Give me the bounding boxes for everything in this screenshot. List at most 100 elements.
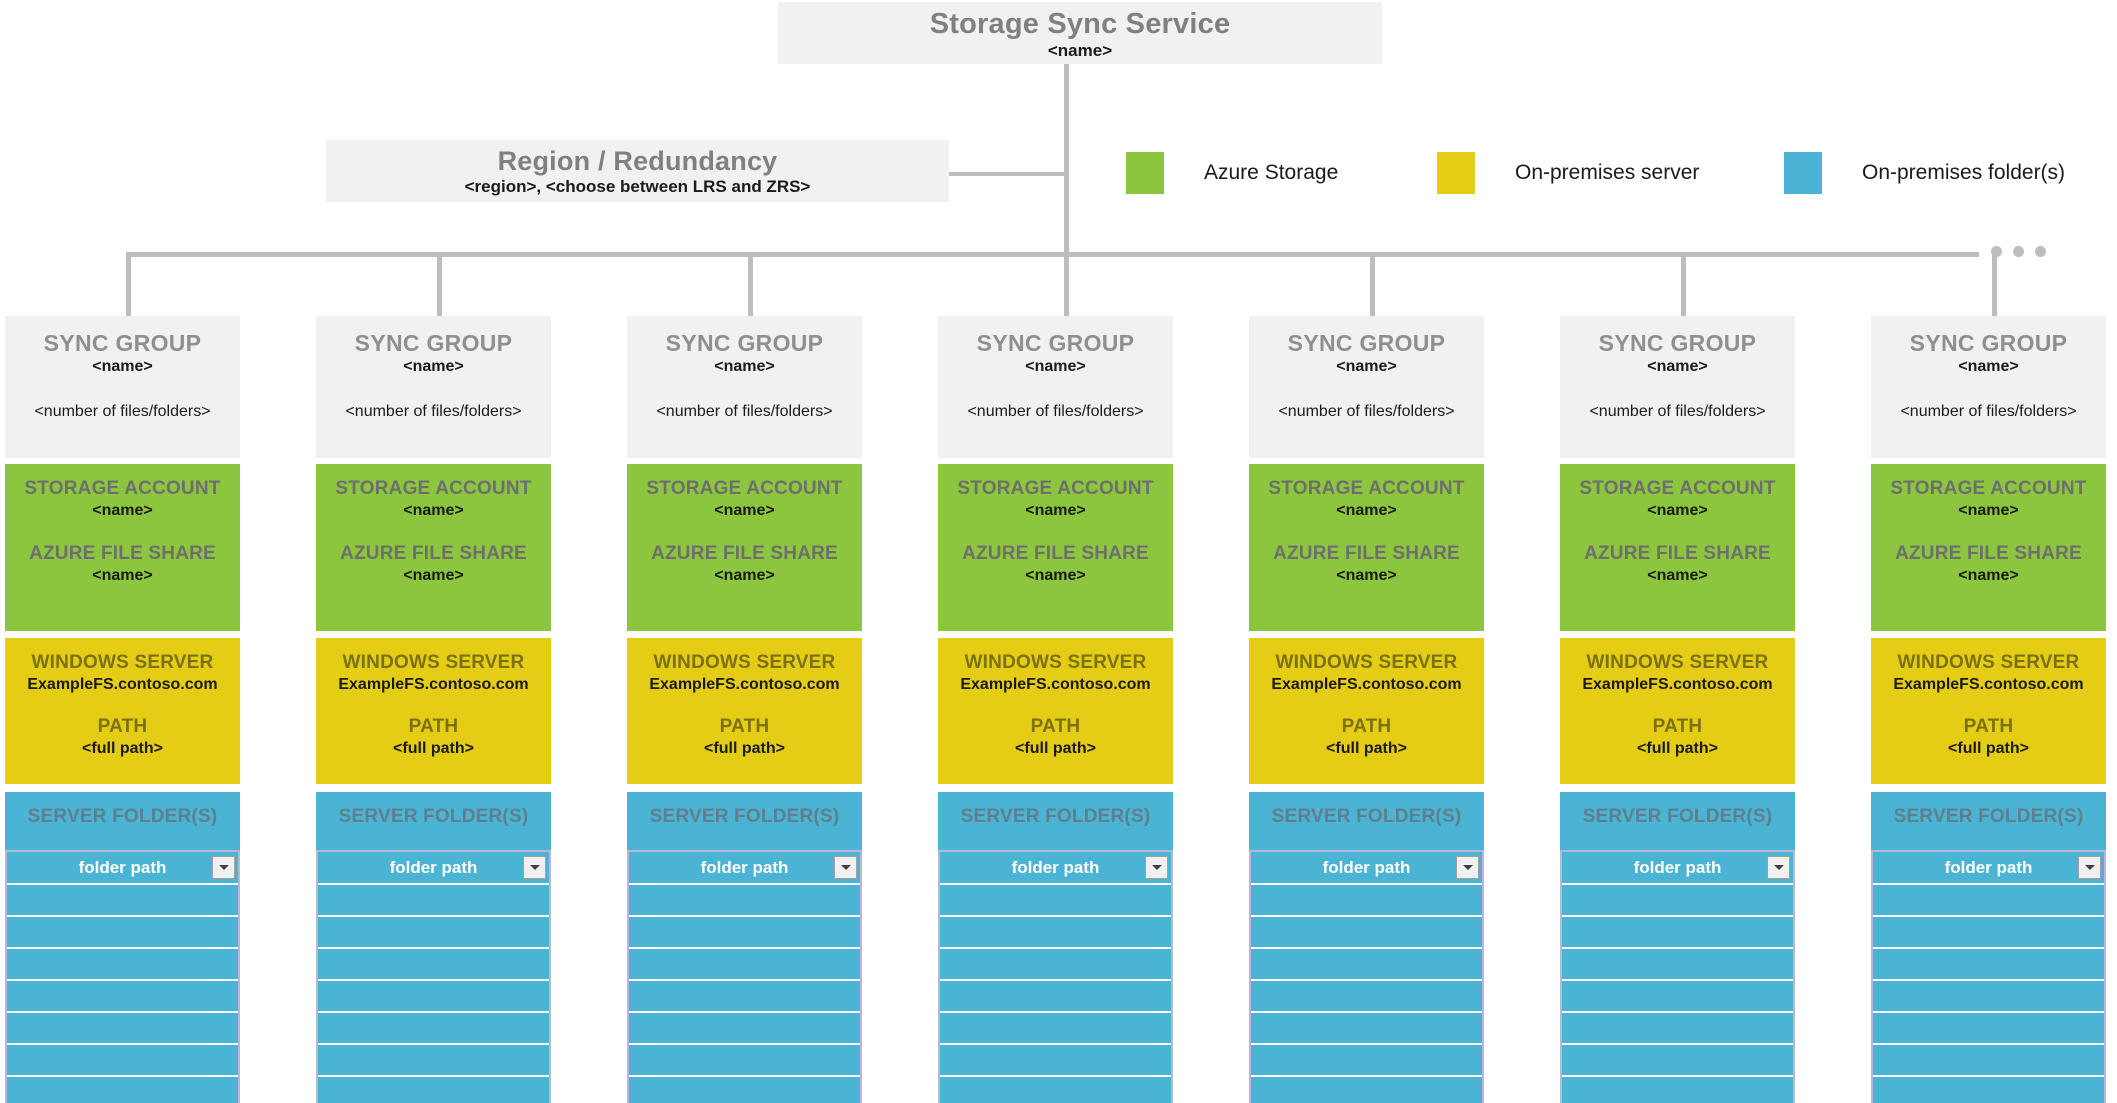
folder-row[interactable] — [318, 917, 549, 949]
folder-path-header[interactable]: folder path — [318, 852, 549, 885]
folder-row[interactable] — [629, 885, 860, 917]
folder-row[interactable] — [940, 1013, 1171, 1045]
azure-storage-box-2[interactable]: STORAGE ACCOUNT <name> AZURE FILE SHARE … — [316, 464, 551, 631]
on-premises-server-box-7[interactable]: WINDOWS SERVER ExampleFS.contoso.com PAT… — [1871, 638, 2106, 784]
folder-row[interactable] — [1873, 981, 2104, 1013]
sync-group-name: <name> — [1958, 358, 2019, 375]
folder-list: folder path — [1560, 850, 1795, 1103]
chevron-down-icon[interactable] — [1145, 856, 1168, 879]
windows-server-label: WINDOWS SERVER — [1897, 652, 2080, 673]
folder-row[interactable] — [1873, 1013, 2104, 1045]
chevron-down-icon[interactable] — [523, 856, 546, 879]
storage-account-label: STORAGE ACCOUNT — [1579, 478, 1776, 499]
folder-row[interactable] — [7, 949, 238, 981]
on-premises-server-box-1[interactable]: WINDOWS SERVER ExampleFS.contoso.com PAT… — [5, 638, 240, 784]
folder-row[interactable] — [1873, 949, 2104, 981]
folder-path-header[interactable]: folder path — [7, 852, 238, 885]
on-premises-folders-box-1[interactable]: SERVER FOLDER(S) folder path — [5, 792, 240, 1103]
folder-row[interactable] — [1251, 1045, 1482, 1077]
storage-account-name: <name> — [714, 502, 775, 519]
folder-path-header[interactable]: folder path — [629, 852, 860, 885]
on-premises-server-box-5[interactable]: WINDOWS SERVER ExampleFS.contoso.com PAT… — [1249, 638, 1484, 784]
folder-row[interactable] — [629, 949, 860, 981]
sync-group-box-3[interactable]: SYNC GROUP <name> <number of files/folde… — [627, 316, 862, 458]
on-premises-server-box-6[interactable]: WINDOWS SERVER ExampleFS.contoso.com PAT… — [1560, 638, 1795, 784]
folder-row[interactable] — [1251, 1013, 1482, 1045]
azure-storage-box-6[interactable]: STORAGE ACCOUNT <name> AZURE FILE SHARE … — [1560, 464, 1795, 631]
windows-server-label: WINDOWS SERVER — [653, 652, 836, 673]
azure-storage-box-3[interactable]: STORAGE ACCOUNT <name> AZURE FILE SHARE … — [627, 464, 862, 631]
folder-path-header[interactable]: folder path — [940, 852, 1171, 885]
sync-group-box-1[interactable]: SYNC GROUP <name> <number of files/folde… — [5, 316, 240, 458]
folder-path-header[interactable]: folder path — [1873, 852, 2104, 885]
folder-row[interactable] — [1562, 1045, 1793, 1077]
folder-path-header[interactable]: folder path — [1251, 852, 1482, 885]
folder-row[interactable] — [940, 917, 1171, 949]
folder-row[interactable] — [940, 1045, 1171, 1077]
folder-row[interactable] — [1562, 885, 1793, 917]
folder-row[interactable] — [7, 981, 238, 1013]
on-premises-folders-box-7[interactable]: SERVER FOLDER(S) folder path — [1871, 792, 2106, 1103]
folder-row[interactable] — [629, 1013, 860, 1045]
folder-row[interactable] — [318, 1013, 549, 1045]
folder-row[interactable] — [1873, 917, 2104, 949]
folder-row[interactable] — [1873, 885, 2104, 917]
folder-row[interactable] — [1562, 1077, 1793, 1103]
on-premises-server-box-2[interactable]: WINDOWS SERVER ExampleFS.contoso.com PAT… — [316, 638, 551, 784]
azure-storage-box-4[interactable]: STORAGE ACCOUNT <name> AZURE FILE SHARE … — [938, 464, 1173, 631]
folder-row[interactable] — [1873, 1077, 2104, 1103]
folder-row[interactable] — [1251, 1077, 1482, 1103]
sync-group-box-5[interactable]: SYNC GROUP <name> <number of files/folde… — [1249, 316, 1484, 458]
folder-row[interactable] — [1873, 1045, 2104, 1077]
folder-path-header[interactable]: folder path — [1562, 852, 1793, 885]
on-premises-folders-box-5[interactable]: SERVER FOLDER(S) folder path — [1249, 792, 1484, 1103]
folder-row[interactable] — [1562, 949, 1793, 981]
folder-path-header-label: folder path — [78, 857, 167, 877]
trunk-connector-line — [1064, 64, 1069, 255]
sync-group-box-6[interactable]: SYNC GROUP <name> <number of files/folde… — [1560, 316, 1795, 458]
folder-row[interactable] — [1251, 949, 1482, 981]
folder-row[interactable] — [629, 1045, 860, 1077]
azure-storage-box-1[interactable]: STORAGE ACCOUNT <name> AZURE FILE SHARE … — [5, 464, 240, 631]
folder-row[interactable] — [1562, 917, 1793, 949]
folder-row[interactable] — [1251, 981, 1482, 1013]
folder-row[interactable] — [7, 1077, 238, 1103]
folder-row[interactable] — [318, 949, 549, 981]
azure-storage-box-5[interactable]: STORAGE ACCOUNT <name> AZURE FILE SHARE … — [1249, 464, 1484, 631]
azure-storage-box-7[interactable]: STORAGE ACCOUNT <name> AZURE FILE SHARE … — [1871, 464, 2106, 631]
sync-group-box-4[interactable]: SYNC GROUP <name> <number of files/folde… — [938, 316, 1173, 458]
folder-row[interactable] — [1251, 885, 1482, 917]
on-premises-server-box-3[interactable]: WINDOWS SERVER ExampleFS.contoso.com PAT… — [627, 638, 862, 784]
folder-row[interactable] — [1562, 981, 1793, 1013]
folder-row[interactable] — [7, 917, 238, 949]
on-premises-server-box-4[interactable]: WINDOWS SERVER ExampleFS.contoso.com PAT… — [938, 638, 1173, 784]
folder-row[interactable] — [318, 885, 549, 917]
folder-row[interactable] — [940, 885, 1171, 917]
folder-row[interactable] — [629, 917, 860, 949]
blue-swatch-icon — [1784, 152, 1822, 194]
chevron-down-icon[interactable] — [834, 856, 857, 879]
on-premises-folders-box-2[interactable]: SERVER FOLDER(S) folder path — [316, 792, 551, 1103]
on-premises-folders-box-4[interactable]: SERVER FOLDER(S) folder path — [938, 792, 1173, 1103]
folder-row[interactable] — [629, 1077, 860, 1103]
folder-row[interactable] — [7, 885, 238, 917]
chevron-down-icon[interactable] — [1456, 856, 1479, 879]
folder-row[interactable] — [1562, 1013, 1793, 1045]
chevron-down-icon[interactable] — [212, 856, 235, 879]
on-premises-folders-box-6[interactable]: SERVER FOLDER(S) folder path — [1560, 792, 1795, 1103]
folder-row[interactable] — [318, 981, 549, 1013]
folder-row[interactable] — [1251, 917, 1482, 949]
sync-group-box-7[interactable]: SYNC GROUP <name> <number of files/folde… — [1871, 316, 2106, 458]
folder-row[interactable] — [7, 1045, 238, 1077]
folder-row[interactable] — [7, 1013, 238, 1045]
folder-row[interactable] — [940, 949, 1171, 981]
folder-row[interactable] — [940, 1077, 1171, 1103]
sync-group-box-2[interactable]: SYNC GROUP <name> <number of files/folde… — [316, 316, 551, 458]
chevron-down-icon[interactable] — [1767, 856, 1790, 879]
folder-row[interactable] — [318, 1045, 549, 1077]
folder-row[interactable] — [940, 981, 1171, 1013]
folder-row[interactable] — [318, 1077, 549, 1103]
chevron-down-icon[interactable] — [2078, 856, 2101, 879]
on-premises-folders-box-3[interactable]: SERVER FOLDER(S) folder path — [627, 792, 862, 1103]
folder-row[interactable] — [629, 981, 860, 1013]
